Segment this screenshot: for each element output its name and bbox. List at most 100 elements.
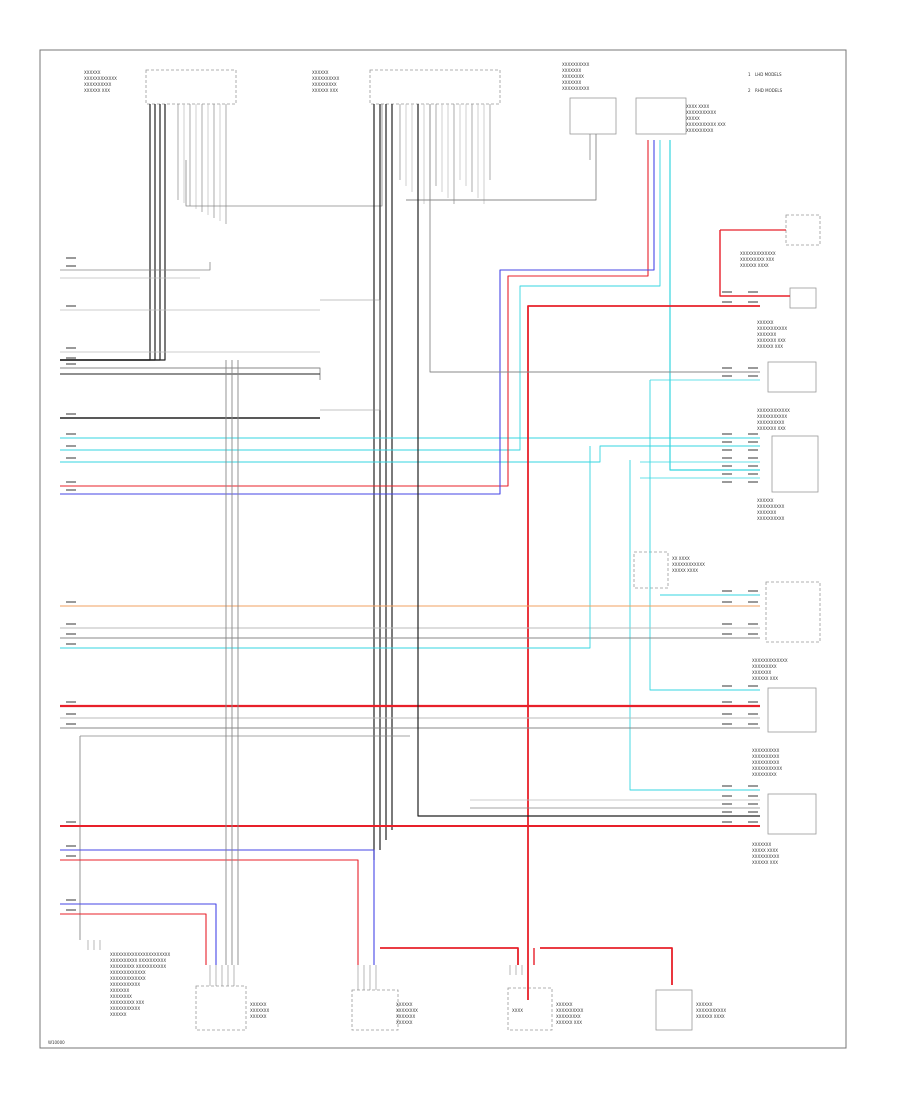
- wire-label-mark: [722, 481, 732, 483]
- svg-text:XXXXXX: XXXXXX: [556, 1002, 573, 1007]
- svg-text:XXXXXX: XXXXXX: [110, 1012, 127, 1017]
- wire-36: [60, 262, 211, 271]
- wire-2: [60, 104, 161, 361]
- svg-text:XXXXXXXXX XXX: XXXXXXXXX XXX: [110, 1000, 144, 1005]
- wire-label-mark: [722, 291, 732, 293]
- svg-text:XXXXXX: XXXXXX: [396, 1020, 413, 1025]
- component-right-5: XXXXXXXXXX XXXXXXXXXX XXXXXXXXXX XXXXXXX…: [752, 748, 817, 865]
- wire-73: [60, 849, 375, 965]
- wire-52: [629, 460, 760, 791]
- svg-text:XXXXXXXXXX: XXXXXXXXXX: [752, 754, 780, 759]
- svg-text:XXXXXXXXX: XXXXXXXXX: [556, 1014, 581, 1019]
- svg-text:XXXXXXXXXXXXX: XXXXXXXXXXXXX: [110, 970, 146, 975]
- svg-text:XX XXXX: XX XXXX: [672, 556, 690, 561]
- wire-label-mark: [722, 811, 732, 813]
- wire-layer: [60, 104, 790, 1000]
- wire-label-mark: [722, 441, 732, 443]
- wire-40: [60, 367, 321, 380]
- svg-text:XXXXXX XXX: XXXXXX XXX: [556, 1020, 582, 1025]
- svg-text:XXXXX: XXXXX: [686, 116, 700, 121]
- wire-1: [60, 104, 156, 361]
- wire-label-mark: [66, 357, 76, 359]
- component-bottom-2: XXXXXX XXXXXXXX XXXXXXX XXXXXX: [351, 989, 418, 1031]
- wire-label-mark: [66, 481, 76, 483]
- svg-text:XXXXXX XXX: XXXXXX XXX: [752, 676, 778, 681]
- wire-label-mark: [748, 785, 758, 787]
- svg-text:XXXXX XXXX: XXXXX XXXX: [672, 568, 698, 573]
- wire-57: [719, 230, 790, 297]
- wire-label-mark: [722, 433, 732, 435]
- wire-label-mark: [66, 723, 76, 725]
- wire-62: [60, 446, 591, 649]
- svg-text:XXXXXXX: XXXXXXX: [110, 988, 129, 993]
- wire-label-mark: [722, 803, 732, 805]
- wire-label-mark: [748, 685, 758, 687]
- svg-text:XXXXXX XXX: XXXXXX XXX: [757, 344, 783, 349]
- wire-label-mark: [748, 723, 758, 725]
- wire-label-mark: [748, 441, 758, 443]
- wire-label-mark: [66, 701, 76, 703]
- component-top-right-unit: XXXX XXXX XXXXXXXXXXX XXXXX XXXXXXXXXXX …: [635, 97, 726, 135]
- wire-label-mark: [66, 433, 76, 435]
- wire-label-mark: [748, 375, 758, 377]
- wire-13: [185, 104, 383, 207]
- svg-text:XXXXXXX: XXXXXXX: [757, 510, 776, 515]
- wire-label-mark: [748, 449, 758, 451]
- svg-text:XXXXXXXXXX: XXXXXXXXXX: [686, 128, 714, 133]
- wire-label-mark: [722, 457, 732, 459]
- wire-3: [60, 104, 166, 361]
- svg-text:XXXXXX XXX: XXXXXX XXX: [312, 88, 338, 93]
- wire-45: [60, 140, 661, 451]
- component-right-3: XXXXXXXXXXXX XXXXXXXXXXX XXXXXXXXXX XXXX…: [757, 408, 819, 521]
- svg-text:XXXXXX: XXXXXX: [396, 1002, 413, 1007]
- svg-text:XXXXXXXXX XXX: XXXXXXXXX XXX: [740, 257, 774, 262]
- footer-code: W10000: [48, 1040, 65, 1045]
- wire-80: [380, 947, 519, 965]
- wire-label-mark: [66, 713, 76, 715]
- wire-label-mark: [66, 909, 76, 911]
- svg-text:XXXXXXXXXX: XXXXXXXXXX: [556, 1008, 584, 1013]
- svg-text:XXXXXXXXXXXXX: XXXXXXXXXXXXX: [740, 251, 776, 256]
- wire-label-mark: [722, 465, 732, 467]
- wire-label-mark: [66, 489, 76, 491]
- wire-label-mark: [748, 590, 758, 592]
- svg-text:XXXXXXXX: XXXXXXXX: [396, 1008, 418, 1013]
- svg-text:XXXXXXXXXXXX: XXXXXXXXXXXX: [84, 76, 117, 81]
- component-bottom-left-text: XXXXXXXXXXXXX XXXXXXXXX XXX XXXXXXX XXXXXX…: [110, 952, 171, 1017]
- wire-label-mark: [66, 413, 76, 415]
- svg-text:XXXXXXXXXX: XXXXXXXXXX: [312, 76, 340, 81]
- legend-item-2: RHD MODELS: [755, 88, 783, 93]
- svg-text:XXXXXX: XXXXXX: [757, 498, 774, 503]
- wire-label-mark: [722, 473, 732, 475]
- svg-text:XXXXXXX: XXXXXXX: [562, 68, 581, 73]
- wire-label-mark: [66, 899, 76, 901]
- svg-text:XXXXXXXXXXX: XXXXXXXXXXX: [110, 1006, 140, 1011]
- svg-text:XXXXXXXXXXXXXXXXXXXXXX: XXXXXXXXXXXXXXXXXXXXXX: [110, 952, 171, 957]
- svg-text:XXXXXXXXXXX: XXXXXXXXXXX: [696, 1008, 726, 1013]
- wire-69: [417, 104, 760, 817]
- wire-label-mark: [66, 457, 76, 459]
- wire-label-mark: [748, 701, 758, 703]
- wire-48: [60, 140, 655, 495]
- svg-text:XXXXXXX: XXXXXXX: [757, 332, 776, 337]
- wire-label-mark: [722, 375, 732, 377]
- svg-text:XXXXXXXXXX: XXXXXXXXXX: [562, 62, 590, 67]
- wire-label-mark: [66, 855, 76, 857]
- wire-label-mark: [66, 257, 76, 259]
- svg-text:XXXXXXXXX: XXXXXXXXX: [312, 82, 337, 87]
- wire-label-mark: [722, 701, 732, 703]
- wire-label-layer: [66, 257, 758, 911]
- component-bottom-3: XXXX XXXXXX XXXXXXXXXX XXXXXXXXX XXXXXX …: [507, 987, 584, 1031]
- svg-text:XXXXXXX: XXXXXXX: [396, 1014, 415, 1019]
- svg-text:XXXXXXXXXX: XXXXXXXXXX: [752, 760, 780, 765]
- svg-text:XXXXXXXXXXXX: XXXXXXXXXXXX: [672, 562, 705, 567]
- component-right-4: XX XXXX XXXXXXXXXXXX XXXXX XXXX XXXXXXXX…: [633, 551, 821, 733]
- wire-59: [429, 104, 760, 373]
- svg-text:XXXXXXXXXX: XXXXXXXXXX: [84, 82, 112, 87]
- wire-label-mark: [722, 367, 732, 369]
- svg-text:XXXX XXXX: XXXX XXXX: [686, 104, 709, 109]
- svg-text:XXXXXX: XXXXXX: [250, 1014, 267, 1019]
- wire-label-mark: [722, 601, 732, 603]
- svg-text:XXXXXXX XXX: XXXXXXX XXX: [757, 338, 786, 343]
- wire-label-mark: [722, 713, 732, 715]
